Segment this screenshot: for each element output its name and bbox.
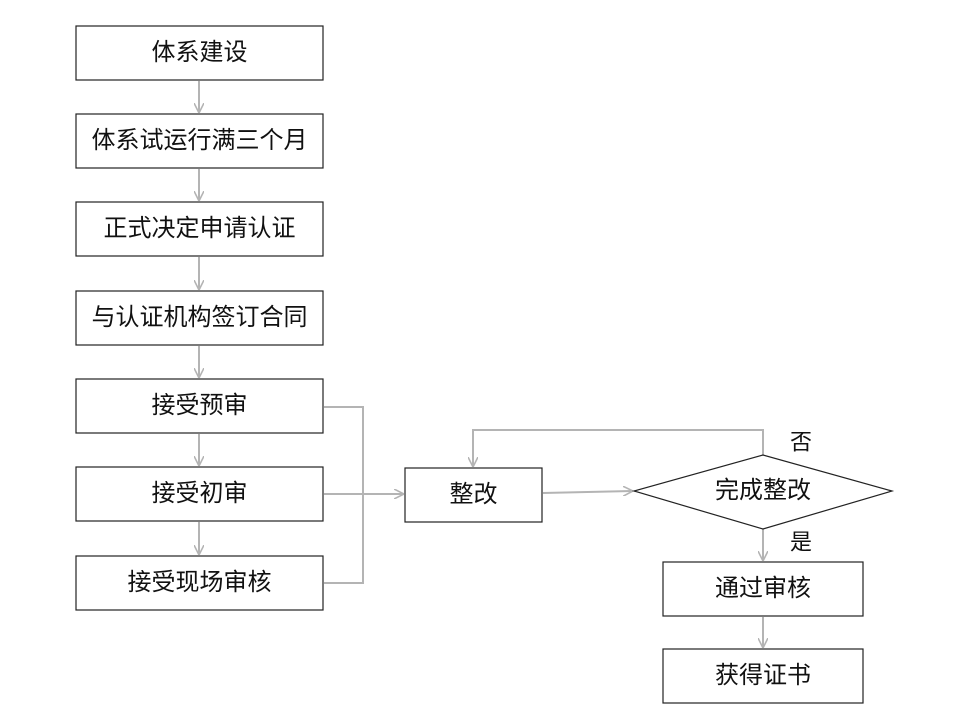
node-rectify-done-decision: 完成整改 <box>631 454 895 530</box>
node-sign-contract: 与认证机构签订合同 <box>75 290 324 346</box>
node-get-certificate-label: 获得证书 <box>715 661 811 689</box>
edges <box>199 81 763 647</box>
edge-decision-no-loop <box>473 429 764 466</box>
node-decide-apply-label: 正式决定申请认证 <box>104 214 296 242</box>
node-trial-run: 体系试运行满三个月 <box>75 113 324 169</box>
node-initial-audit: 接受初审 <box>75 466 324 522</box>
node-pre-audit-label: 接受预审 <box>152 391 248 419</box>
node-pass-audit: 通过审核 <box>662 561 864 617</box>
node-initial-audit-label: 接受初审 <box>152 479 248 507</box>
node-onsite-audit: 接受现场审核 <box>75 555 324 611</box>
node-pass-audit-label: 通过审核 <box>715 574 811 602</box>
node-decide-apply: 正式决定申请认证 <box>75 201 324 257</box>
node-pre-audit: 接受预审 <box>75 378 324 434</box>
node-build-system: 体系建设 <box>75 25 324 81</box>
node-build-system-label: 体系建设 <box>152 38 248 66</box>
edge-rectify-to-decision <box>542 491 632 493</box>
node-get-certificate: 获得证书 <box>662 648 864 704</box>
node-sign-contract-label: 与认证机构签订合同 <box>92 303 308 331</box>
node-rectify: 整改 <box>404 467 543 523</box>
node-rectify-done-label: 完成整改 <box>715 476 811 504</box>
edge-label-yes: 是 <box>790 531 812 556</box>
node-onsite-audit-label: 接受现场审核 <box>128 568 272 596</box>
edge-label-no: 否 <box>790 431 812 456</box>
node-rectify-label: 整改 <box>450 480 498 508</box>
node-trial-run-label: 体系试运行满三个月 <box>92 126 308 154</box>
